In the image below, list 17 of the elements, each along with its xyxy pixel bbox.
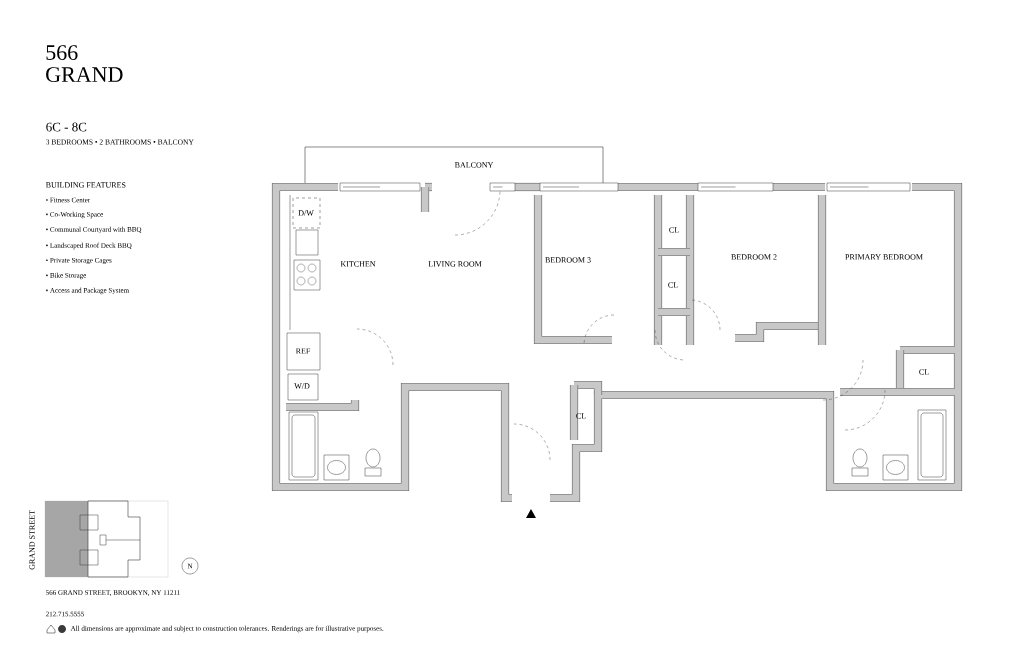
room-label: BALCONY bbox=[454, 162, 494, 168]
section-heading: BUILDING FEATURES bbox=[45, 182, 126, 188]
closet-label: CL bbox=[669, 227, 679, 233]
appliance-label: D/W bbox=[298, 210, 314, 216]
room-label: BEDROOM 3 bbox=[545, 257, 591, 263]
room-label: KITCHEN bbox=[340, 261, 376, 267]
closet-label: CL bbox=[576, 413, 586, 419]
closet-label: CL bbox=[919, 369, 929, 375]
title: 566 GRAND bbox=[46, 45, 123, 82]
room-label: LIVING ROOM bbox=[428, 261, 482, 267]
appliance-label: REF bbox=[295, 348, 311, 354]
room-label: BEDROOM 2 bbox=[731, 254, 777, 260]
unit-heading: 6C - 8C bbox=[46, 122, 87, 132]
street-label: GRAND STREET bbox=[29, 510, 35, 570]
appliance-label: W/D bbox=[294, 383, 310, 389]
room-label: PRIMARY BEDROOM bbox=[845, 254, 923, 260]
closet-label: CL bbox=[668, 282, 678, 288]
